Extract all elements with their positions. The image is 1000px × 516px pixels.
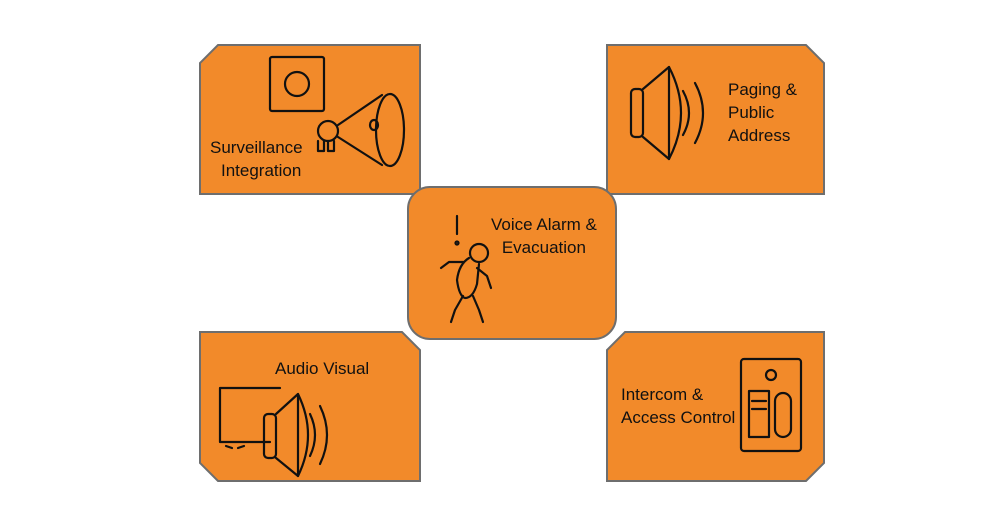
label-line: Address [728, 126, 791, 145]
tile-voice-alarm-evacuation: Voice Alarm & Evacuation [407, 186, 617, 340]
display-icon [218, 386, 282, 450]
audio-visual-label: Audio Visual [275, 357, 369, 380]
tile-audio-visual: Audio Visual [199, 331, 421, 482]
running-person-icon [439, 214, 493, 324]
surveillance-label: Surveillance Integration [210, 136, 303, 182]
tile-background [199, 331, 421, 482]
speaker-icon [262, 392, 329, 478]
voice-alarm-label: Voice Alarm & Evacuation [491, 213, 597, 259]
intercom-label: Intercom & Access Control [621, 383, 735, 429]
tile-paging-public-address: Paging & Public Address [606, 44, 825, 195]
tile-surveillance-integration: Surveillance Integration [199, 44, 421, 195]
tile-intercom-access-control: Intercom & Access Control [606, 331, 825, 482]
label-line: Public [728, 103, 775, 122]
label-line: Voice Alarm & [491, 215, 597, 234]
label-line: Audio Visual [275, 359, 370, 378]
label-line: Paging & [728, 80, 797, 99]
megaphone-icon [316, 92, 406, 168]
tile-background [199, 44, 421, 195]
label-line: Evacuation [501, 238, 586, 257]
label-line: Integration [221, 161, 302, 180]
label-line: Surveillance [210, 138, 303, 157]
label-line: Access Control [621, 408, 736, 427]
tile-background [606, 44, 825, 195]
camera-icon [268, 55, 326, 113]
label-line: Intercom & [621, 385, 704, 404]
speaker-icon [629, 65, 705, 161]
intercom-panel-icon [739, 357, 803, 453]
paging-label: Paging & Public Address [728, 78, 797, 147]
